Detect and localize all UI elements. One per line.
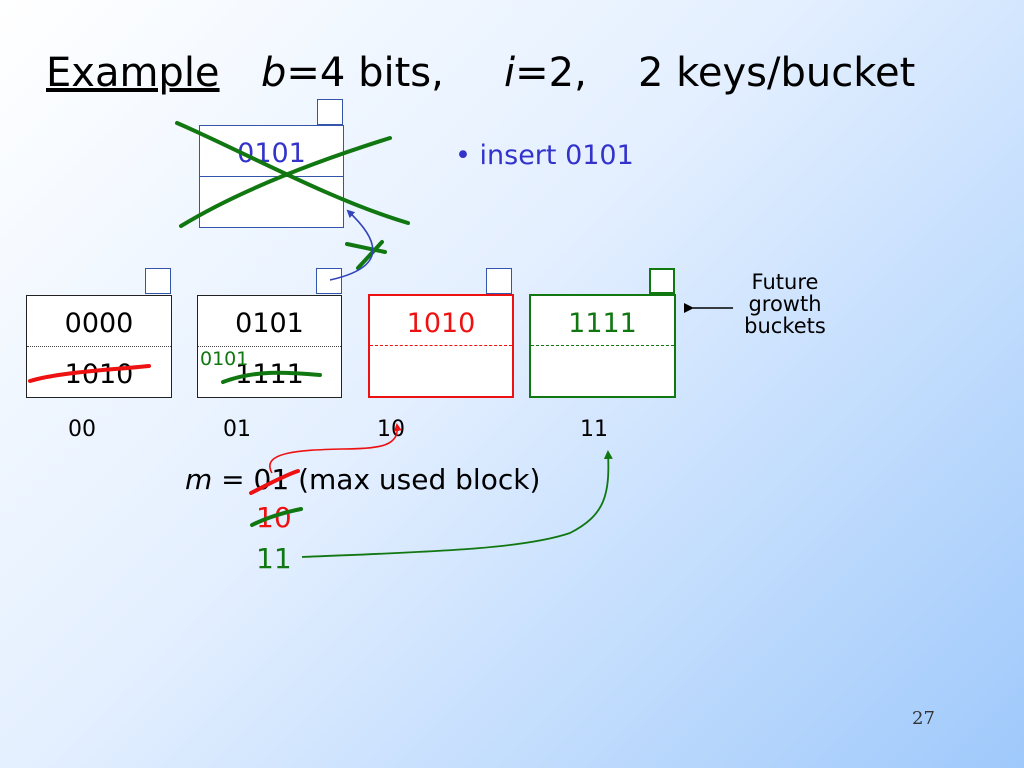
bucket-01-key-1: 0101 xyxy=(235,308,304,339)
insert-bullet: • insert 0101 xyxy=(455,140,634,171)
strike-m-01 xyxy=(249,469,300,495)
title-i-variable: i xyxy=(504,50,516,96)
old-bucket-key: 0101 xyxy=(237,138,306,169)
bucket-11-key-1: 1111 xyxy=(568,308,637,339)
page-number: 27 xyxy=(912,708,935,729)
future-growth-line-1: Future xyxy=(751,270,819,294)
m-value-11: 11 xyxy=(256,542,292,575)
small-cross-2 xyxy=(356,240,384,270)
future-growth-line-3: buckets xyxy=(744,314,826,338)
title-keys-per-bucket: 2 keys/bucket xyxy=(638,50,916,96)
title-b-variable: b xyxy=(261,50,287,96)
bucket-10-divider xyxy=(370,345,512,346)
bucket-10-tag xyxy=(486,268,512,294)
strike-1010 xyxy=(28,364,151,383)
old-bucket-divider xyxy=(200,176,343,177)
bucket-00: 0000 1010 xyxy=(26,295,172,398)
m-equals: = xyxy=(212,463,254,496)
red-arrow xyxy=(269,423,402,474)
m-description: (max used block) xyxy=(289,463,541,496)
bucket-00-label: 00 xyxy=(68,417,96,442)
bucket-00-divider xyxy=(27,346,171,347)
old-bucket-tag xyxy=(317,99,343,125)
title-example: Example xyxy=(46,50,220,96)
bucket-01-new-key: 0101 xyxy=(200,348,249,370)
cross-stroke-2 xyxy=(179,136,392,228)
strike-m-10 xyxy=(250,507,303,527)
link-arrow xyxy=(329,209,374,281)
bucket-11-tag xyxy=(649,268,675,294)
bucket-00-tag xyxy=(145,268,171,294)
strike-1111 xyxy=(221,370,322,384)
title-i-value: =2, xyxy=(515,50,587,96)
bucket-01-divider xyxy=(198,346,341,347)
green-arrow xyxy=(301,450,613,558)
bucket-01-tag xyxy=(316,268,342,294)
bucket-11-label: 11 xyxy=(580,417,608,442)
bucket-10: 1010 xyxy=(368,294,514,398)
bucket-11: 1111 xyxy=(529,294,676,398)
future-growth-note: Future growth buckets xyxy=(735,271,835,337)
bucket-01: 0101 1111 xyxy=(197,295,342,398)
bucket-10-key-1: 1010 xyxy=(406,308,476,339)
small-cross-1 xyxy=(345,242,387,254)
bucket-11-divider xyxy=(531,345,674,346)
m-variable: m xyxy=(185,463,213,496)
bucket-00-key-1: 0000 xyxy=(64,308,134,339)
m-equation: m = 01 (max used block) xyxy=(185,463,540,496)
bucket-01-label: 01 xyxy=(223,417,251,442)
title-b-value: =4 bits, xyxy=(286,50,444,96)
future-growth-line-2: growth xyxy=(748,292,822,316)
